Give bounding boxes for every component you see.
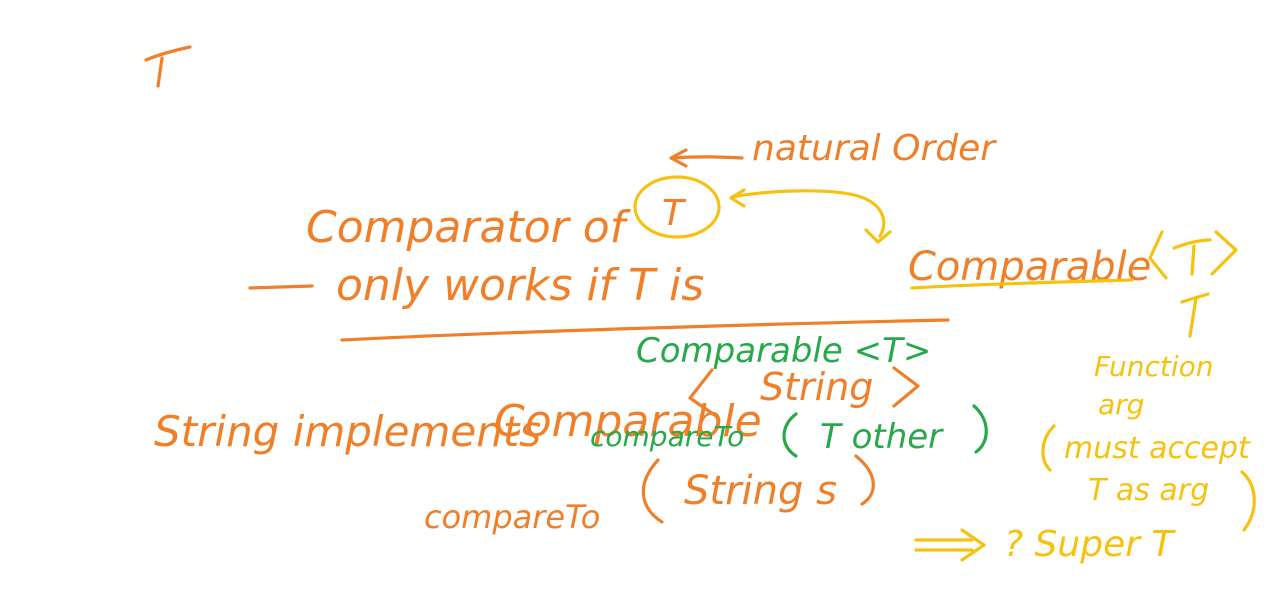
t-circled-text: T bbox=[662, 193, 687, 234]
t-corner-stroke bbox=[156, 56, 164, 88]
t-other-text: T other bbox=[820, 417, 944, 457]
t-corner-group bbox=[144, 45, 192, 88]
comparable-bracket-group bbox=[1148, 230, 1238, 338]
compareto-green-parens bbox=[782, 404, 988, 458]
comparator-of-text: Comparator of bbox=[306, 202, 632, 253]
compareto-green-text: compareTo bbox=[590, 420, 744, 453]
comparable-string-text: Comparable bbox=[494, 396, 762, 447]
string-implements-text: String implements bbox=[154, 407, 541, 456]
t-circle-highlight bbox=[633, 175, 721, 239]
implies-arrow bbox=[914, 528, 986, 562]
must-accept-text: must accept bbox=[1064, 431, 1251, 466]
t-as-arg-text: T as arg bbox=[1088, 473, 1209, 508]
natural-order-text: natural Order bbox=[752, 128, 997, 169]
long-underline bbox=[340, 318, 950, 342]
string-s-text: String s bbox=[684, 468, 837, 514]
super-t-text: ? Super T bbox=[1004, 524, 1176, 565]
function-note-text: Function bbox=[1094, 350, 1214, 383]
comparable-underline bbox=[910, 278, 1134, 290]
compareto-string-text: compareTo bbox=[424, 498, 600, 536]
compareto-string-parens bbox=[641, 454, 875, 524]
only-works-if-text: only works if T is bbox=[336, 260, 704, 311]
must-accept-close-paren bbox=[1240, 470, 1256, 532]
t-corner-stroke bbox=[144, 45, 192, 62]
comparable-green-text: Comparable <T> bbox=[636, 331, 931, 371]
t-to-comparable-arrow bbox=[729, 188, 892, 244]
string-angle-brackets bbox=[688, 366, 920, 418]
string-arg-text: String bbox=[760, 365, 873, 409]
dash-bullet bbox=[248, 284, 314, 290]
natural-order-arrow bbox=[669, 148, 744, 168]
arg-note-text: arg bbox=[1098, 388, 1144, 421]
must-accept-open-paren bbox=[1041, 424, 1056, 472]
